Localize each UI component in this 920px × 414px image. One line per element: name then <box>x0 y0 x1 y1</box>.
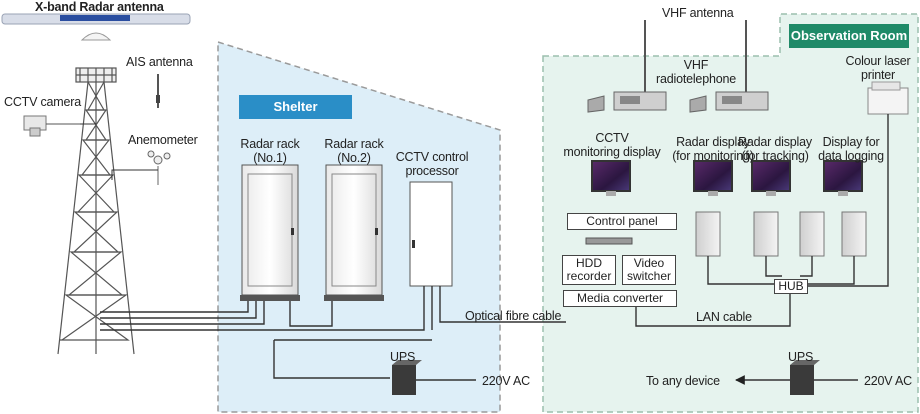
observation-ups <box>735 360 858 395</box>
shelter-power-label: 220V AC <box>482 374 530 388</box>
lan-cables <box>635 114 889 327</box>
cctv-monitoring-display <box>591 160 631 196</box>
observation-ups-label: UPS <box>788 350 814 364</box>
hub-box: HUB <box>774 279 808 294</box>
anemometer-label: Anemometer <box>128 133 198 147</box>
to-any-device-label: To any device <box>646 374 720 388</box>
x-band-radar-antenna <box>1 13 191 41</box>
pc-towers <box>695 211 867 257</box>
cctv-camera-label: CCTV camera <box>4 95 81 109</box>
shelter-ups <box>273 339 476 395</box>
observation-room-title: Observation Room <box>789 24 909 48</box>
radar-display-tracking-label: Radar display(for tracking) <box>738 135 812 163</box>
radar-display-tracking <box>751 160 791 196</box>
shelter-title: Shelter <box>239 95 352 119</box>
optical-fibre-cable-label: Optical fibre cable <box>465 309 562 323</box>
lan-cable-label: LAN cable <box>696 310 752 324</box>
anemometer-cable <box>111 169 158 180</box>
control-panel-box: Control panel <box>567 213 677 230</box>
radar-rack-2-label: Radar rack(No.2) <box>324 137 384 165</box>
ais-antenna-label: AIS antenna <box>126 55 193 69</box>
vhf-antennas <box>644 20 747 92</box>
lattice-tower <box>57 67 135 355</box>
vhf-radiotelephone-2 <box>689 91 769 113</box>
shelter-ups-label: UPS <box>390 350 416 364</box>
colour-laser-printer <box>867 81 909 115</box>
ais-antenna-icon <box>156 74 160 108</box>
vhf-radiotelephone-1 <box>587 91 667 113</box>
observation-room-zone <box>542 13 919 413</box>
radar-rack-2 <box>324 164 384 301</box>
x-band-radar-antenna-label: X-band Radar antenna <box>35 0 164 14</box>
data-logging-display <box>823 160 863 196</box>
cctv-camera-icon <box>23 115 80 137</box>
cctv-control-processor <box>409 181 453 287</box>
shelter-cables <box>100 286 566 331</box>
vhf-antenna-label: VHF antenna <box>662 6 734 20</box>
control-panel-device <box>585 237 633 245</box>
anemometer-icon <box>147 150 171 185</box>
radar-display-monitoring-label: Radar display(for monitoring) <box>672 135 754 163</box>
radar-rack-1-label: Radar rack(No.1) <box>240 137 300 165</box>
media-converter-box: Media converter <box>563 290 677 307</box>
observation-power-label: 220V AC <box>864 374 912 388</box>
radar-display-monitoring <box>693 160 733 196</box>
radar-rack-1 <box>240 164 300 301</box>
